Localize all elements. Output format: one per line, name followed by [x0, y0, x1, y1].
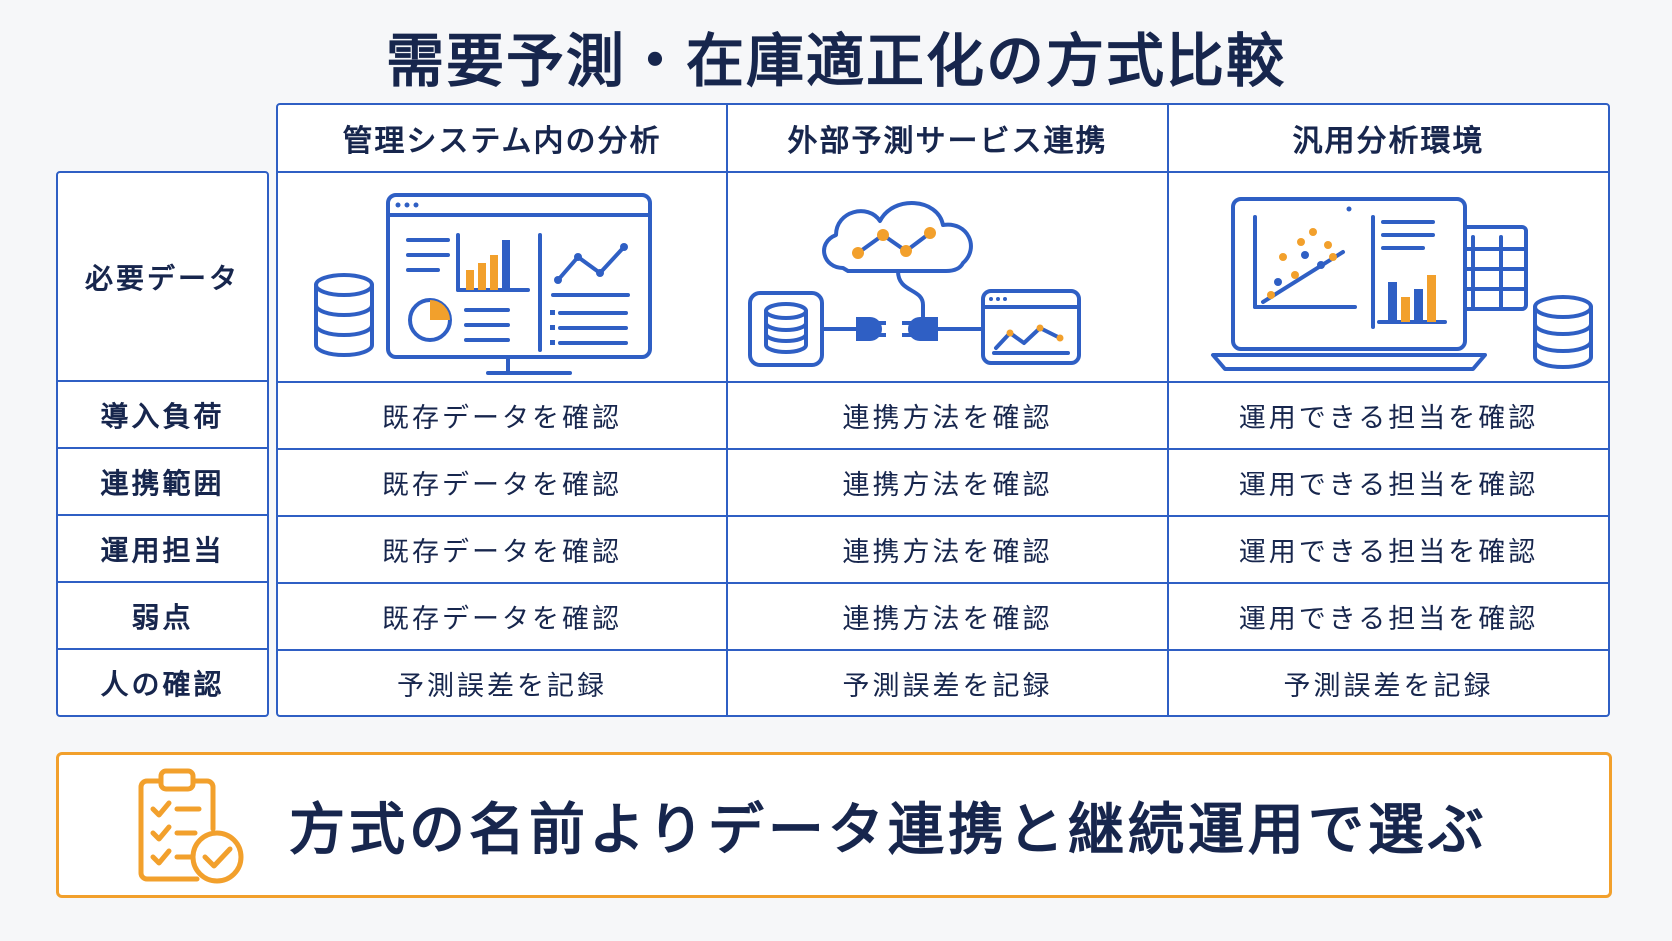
dashboard-monitor-icon [314, 193, 652, 375]
column-header-general-environment: 汎用分析環境 [1292, 124, 1485, 159]
row-divider [278, 171, 1608, 173]
column-header-internal-analysis: 管理システム内の分析 [342, 124, 662, 159]
cell-internal-operator: 既存データを確認 [382, 537, 622, 568]
row-label-weakness: 弱点 [58, 583, 267, 650]
row-label-operator: 運用担当 [58, 516, 267, 583]
cell-internal-load: 既存データを確認 [382, 403, 622, 434]
column-divider [1167, 105, 1169, 715]
conclusion-text: 方式の名前よりデータ連携と継続運用で選ぶ [289, 797, 1488, 863]
cell-external-weakness: 連携方法を確認 [842, 604, 1053, 635]
row-label-required-data: 必要データ [58, 173, 267, 382]
cell-external-load: 連携方法を確認 [842, 403, 1053, 434]
cell-external-operator: 連携方法を確認 [842, 537, 1053, 568]
cell-internal-scope: 既存データを確認 [382, 470, 622, 501]
cell-general-operator: 運用できる担当を確認 [1238, 537, 1539, 568]
cell-general-human-check: 予測誤差を記録 [1283, 670, 1494, 702]
cell-general-load: 運用できる担当を確認 [1238, 403, 1539, 434]
cell-internal-weakness: 既存データを確認 [382, 604, 622, 635]
cell-general-weakness: 運用できる担当を確認 [1238, 604, 1539, 635]
column-header-external-service: 外部予測サービス連携 [787, 124, 1108, 159]
row-divider [278, 582, 1608, 584]
clipboard-check-icon [138, 768, 244, 884]
comparison-table: 管理システム内の分析 外部予測サービス連携 汎用分析環境 [276, 103, 1610, 717]
page-title: 需要予測・在庫適正化の方式比較 [385, 27, 1286, 95]
row-label-integration-scope: 連携範囲 [58, 449, 267, 516]
row-label-column: 必要データ 導入負荷 連携範囲 運用担当 弱点 人の確認 [56, 171, 269, 717]
cloud-integration-icon [748, 201, 1081, 367]
row-divider [278, 649, 1608, 651]
cell-general-scope: 運用できる担当を確認 [1238, 470, 1539, 501]
row-divider [278, 381, 1608, 383]
row-label-human-check: 人の確認 [100, 667, 225, 701]
cell-internal-human-check: 予測誤差を記録 [397, 670, 607, 702]
row-divider [278, 448, 1608, 450]
laptop-analysis-icon [1211, 197, 1593, 371]
row-label-introduction-load: 導入負荷 [58, 382, 267, 449]
row-divider [278, 515, 1608, 517]
conclusion-banner: 方式の名前よりデータ連携と継続運用で選ぶ [56, 752, 1612, 898]
column-divider [726, 105, 728, 715]
cell-external-scope: 連携方法を確認 [842, 470, 1053, 501]
cell-external-human-check: 予測誤差を記録 [842, 670, 1053, 702]
